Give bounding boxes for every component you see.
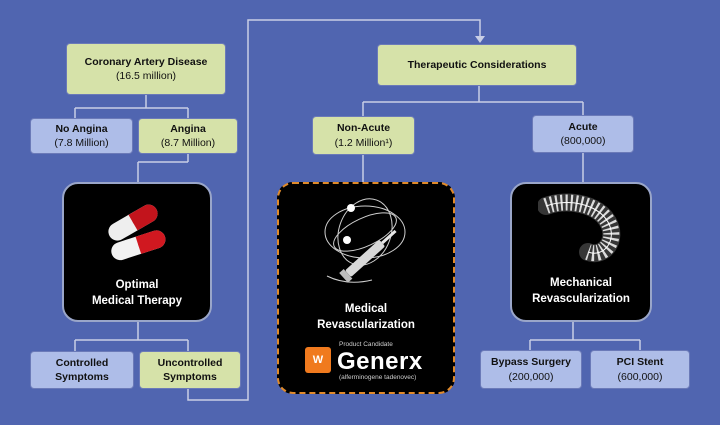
acute-title: Acute bbox=[568, 120, 598, 133]
medical-revascularization-panel: Medical Revascularization W Product Cand… bbox=[277, 182, 455, 394]
cad-title: Coronary Artery Disease bbox=[84, 55, 208, 68]
mechrev-line1: Mechanical bbox=[550, 277, 612, 289]
non-acute-value: (1.2 Million¹) bbox=[334, 136, 393, 149]
stent-icon bbox=[538, 193, 621, 263]
cad-box: Coronary Artery Disease (16.5 million) bbox=[66, 43, 226, 95]
pci-title: PCI Stent bbox=[616, 356, 664, 369]
uncontrolled-title: Uncontrolled Symptoms bbox=[157, 356, 223, 383]
generx-logo: W Product Candidate Generx (alferminogen… bbox=[305, 341, 455, 381]
mechrev-line2: Revascularization bbox=[532, 292, 630, 305]
generx-mark-icon: W bbox=[305, 347, 331, 373]
connector-line bbox=[187, 19, 481, 401]
pci-value: (600,000) bbox=[617, 370, 663, 383]
angina-title: Angina bbox=[170, 122, 206, 135]
gene-therapy-injection-icon bbox=[324, 198, 406, 283]
therapeutic-considerations-box: Therapeutic Considerations bbox=[377, 44, 577, 86]
acute-box: Acute (800,000) bbox=[532, 115, 634, 153]
uncontrolled-symptoms-box: Uncontrolled Symptoms bbox=[139, 351, 241, 389]
product-candidate-text: Product Candidate bbox=[339, 341, 393, 348]
angina-box: Angina (8.7 Million) bbox=[138, 118, 238, 154]
no-angina-value: (7.8 Million) bbox=[54, 137, 109, 149]
cad-value: (16.5 million) bbox=[115, 70, 177, 82]
controlled-symptoms-box: Controlled Symptoms bbox=[30, 351, 134, 389]
optimal-medical-therapy-panel: Optimal Medical Therapy bbox=[62, 182, 212, 322]
no-angina-box: No Angina (7.8 Million) bbox=[30, 118, 133, 154]
medrev-label: Medical Revascularization bbox=[279, 302, 453, 333]
arrowhead-icon bbox=[475, 36, 485, 43]
controlled-title: Controlled Symptoms bbox=[55, 356, 109, 383]
bypass-surgery-box: Bypass Surgery (200,000) bbox=[480, 350, 582, 389]
bypass-value: (200,000) bbox=[508, 370, 554, 383]
no-angina-title: No Angina bbox=[55, 122, 108, 135]
mechanical-revascularization-panel: Mechanical Revascularization bbox=[510, 182, 652, 322]
omt-line1: Optimal bbox=[115, 279, 159, 291]
mechrev-label: Mechanical Revascularization bbox=[512, 276, 650, 307]
acute-value: (800,000) bbox=[560, 135, 606, 147]
omt-line2: Medical Therapy bbox=[91, 294, 183, 307]
bypass-title: Bypass Surgery bbox=[491, 356, 571, 369]
medrev-line2: Revascularization bbox=[317, 318, 415, 331]
omt-label: Optimal Medical Therapy bbox=[64, 278, 210, 309]
non-acute-title: Non-Acute bbox=[336, 122, 391, 135]
pill-capsules-icon bbox=[108, 204, 166, 261]
angina-value: (8.7 Million) bbox=[160, 137, 216, 149]
non-acute-box: Non-Acute (1.2 Million¹) bbox=[312, 116, 415, 155]
generx-generic-name: (alferminogene tadenovec) bbox=[339, 374, 417, 381]
pci-stent-box: PCI Stent (600,000) bbox=[590, 350, 690, 389]
generx-name: Generx bbox=[337, 348, 423, 375]
therapeutic-title: Therapeutic Considerations bbox=[407, 58, 547, 71]
medrev-line1: Medical bbox=[344, 303, 388, 315]
